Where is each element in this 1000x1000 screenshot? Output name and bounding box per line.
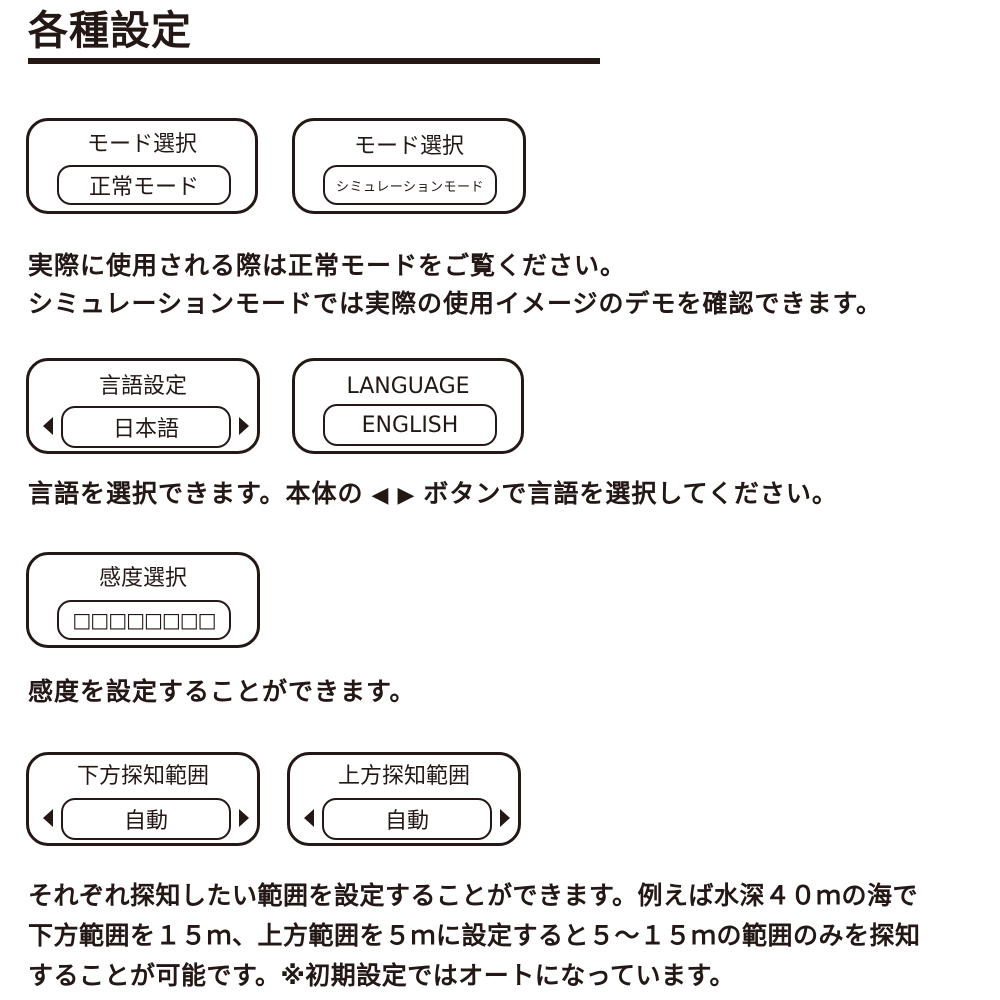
language-description-part-2: ボタンで言語を選択してください。: [423, 479, 838, 508]
range-description-line-1: それぞれ探知したい範囲を設定することができます。例えば水深４０ｍの海で: [28, 881, 919, 910]
language-value-japanese[interactable]: 日本語: [61, 406, 231, 448]
title-underline: [28, 58, 600, 64]
mode-value-normal[interactable]: 正常モード: [57, 165, 231, 205]
sensitivity-value[interactable]: □□□□□□□□: [57, 600, 231, 640]
triangle-left-icon[interactable]: [43, 809, 53, 827]
upper-range-panel: 上方探知範囲 自動: [287, 752, 521, 846]
sensitivity-panel-label: 感度選択: [98, 566, 187, 591]
language-panel-english: LANGUAGE ENGLISH: [292, 358, 524, 454]
upper-range-value[interactable]: 自動: [322, 798, 492, 840]
triangle-right-glyph-icon: ▶: [397, 483, 416, 508]
language-panel-label: LANGUAGE: [346, 374, 470, 399]
sensitivity-panel: 感度選択 □□□□□□□□: [26, 552, 260, 648]
lower-range-panel: 下方探知範囲 自動: [26, 752, 260, 846]
triangle-right-icon[interactable]: [239, 417, 249, 435]
language-description: 言語を選択できます。本体の ◀ ▶ ボタンで言語を選択してください。: [28, 476, 838, 514]
triangle-right-icon[interactable]: [239, 809, 249, 827]
mode-panel-normal: モード選択 正常モード: [26, 118, 258, 214]
sensitivity-description: 感度を設定することができます。: [28, 677, 416, 706]
language-description-part-1: 言語を選択できます。本体の: [28, 479, 364, 508]
mode-panel-label: モード選択: [353, 134, 464, 159]
upper-range-panel-label: 上方探知範囲: [337, 764, 470, 789]
page-title: 各種設定: [28, 8, 192, 54]
lower-range-panel-label: 下方探知範囲: [76, 764, 209, 789]
mode-panel-simulation: モード選択 シミュレーションモード: [292, 118, 526, 214]
triangle-left-glyph-icon: ◀: [371, 483, 390, 508]
triangle-left-icon[interactable]: [304, 809, 314, 827]
language-panel-japanese: 言語設定 日本語: [26, 358, 260, 454]
mode-value-simulation[interactable]: シミュレーションモード: [323, 165, 497, 205]
triangle-right-icon[interactable]: [500, 809, 510, 827]
language-panel-label: 言語設定: [98, 374, 187, 399]
mode-description-line-2: シミュレーションモードでは実際の使用イメージのデモを確認できます。: [28, 289, 883, 318]
mode-panel-label: モード選択: [86, 132, 197, 157]
language-value-english[interactable]: ENGLISH: [323, 404, 497, 446]
lower-range-value[interactable]: 自動: [61, 798, 231, 840]
range-description-line-2: 下方範囲を１５ｍ、上方範囲を５ｍに設定すると５〜１５ｍの範囲のみを探知: [28, 921, 921, 950]
mode-description-line-1: 実際に使用される際は正常モードをご覧ください。: [28, 251, 627, 280]
range-description-line-3: することが可能です。※初期設定ではオートになっています。: [28, 961, 736, 990]
triangle-left-icon[interactable]: [43, 417, 53, 435]
